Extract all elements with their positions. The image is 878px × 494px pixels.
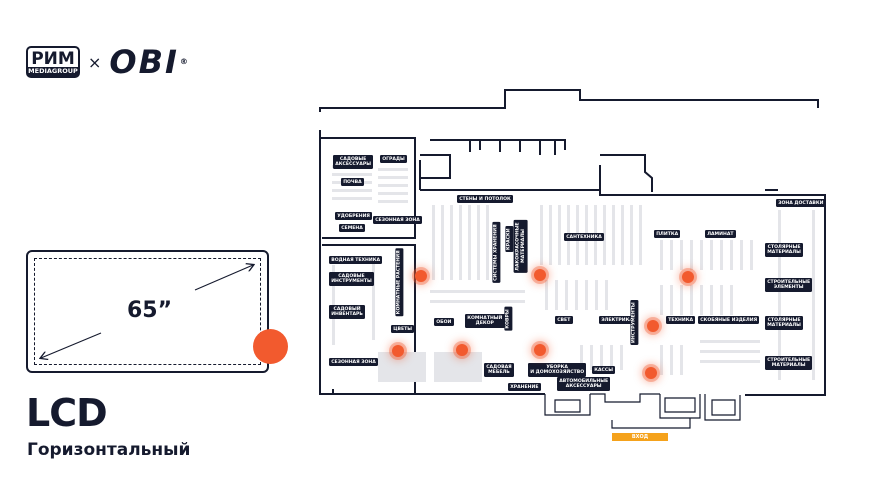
label-skobyanye: СКОБЯНЫЕ ИЗДЕЛИЯ [698,316,760,325]
label-zona-dostavki: ЗОНА ДОСТАВКИ [776,199,826,208]
label-kassy: КАССЫ [592,366,616,375]
brand-logos: РИМ MEDIAGROUP × OBI® [26,44,190,80]
label-santekhnika: САНТЕХНИКА [564,233,604,242]
entrance-structure [544,393,741,429]
format-subtitle: Горизонтальный [27,440,191,460]
label-sadovye-instrumenty: САДОВЫЕ ИНСТРУМЕНТЫ [329,272,374,286]
screen-marker [645,367,657,379]
screen-inner-dashed [34,258,261,365]
label-kraski: КРАСКИ [505,226,514,253]
screen-outline [26,250,269,373]
screen-marker [647,320,659,332]
label-kovry: КОВРЫ [504,307,513,331]
label-khranenie: ХРАНЕНИЕ [508,383,541,392]
logo-separator: × [88,52,102,72]
label-laminat: ЛАМИНАТ [705,230,736,239]
screen-marker [682,271,694,283]
screen-marker [534,344,546,356]
screen-marker [392,345,404,357]
label-stolyarnye-1: СТОЛЯРНЫЕ МАТЕРИАЛЫ [765,243,804,257]
label-sezonnaya-zona-top: СЕЗОННАЯ ЗОНА [373,216,423,225]
label-instrumenty: ИНСТРУМЕНТЫ [630,300,639,345]
label-stroitelnye-materialy: СТРОИТЕЛЬНЫЕ МАТЕРИАЛЫ [765,356,813,370]
obi-logo: OBI® [109,46,190,78]
label-udobreniya: УДОБРЕНИЯ [335,212,373,221]
label-steny-i-potolok: СТЕНЫ И ПОТОЛОК [457,195,513,204]
label-avtomobilnye: АВТОМОБИЛЬНЫЕ АКСЕССУАРЫ [557,377,611,391]
registered-mark: ® [179,57,190,66]
label-ogrady: ОГРАДЫ [380,155,407,164]
label-stroitelnye-elementy: СТРОИТЕЛЬНЫЕ ЭЛЕМЕНТЫ [765,278,813,292]
screen-size-label: 65” [127,298,173,323]
label-stolyarnye-2: СТОЛЯРНЫЕ МАТЕРИАЛЫ [765,316,804,330]
screen-marker [534,269,546,281]
screen-marker [415,270,427,282]
label-sistemy-khraneniya: СИСТЕМЫ ХРАНЕНИЯ [492,222,501,283]
label-sezonnaya-zona-bottom: СЕЗОННАЯ ЗОНА [329,358,379,367]
label-vodnaya-tekhnika: ВОДНАЯ ТЕХНИКА [329,256,383,265]
screen-marker [456,344,468,356]
label-oboi: ОБОИ [434,318,454,327]
label-uborka: УБОРКА И ДОМОХОЗЯЙСТВО [528,363,587,377]
shelving-racks [332,165,815,382]
label-lakokrasochnye: ЛАКОКРАСОЧНЫЕ МАТЕРИАЛЫ [514,220,528,273]
label-komnatnyy-dekor: КОМНАТНЫЙ ДЕКОР [465,314,505,328]
entrance-label: ВХОД [612,433,668,441]
rim-logo-subtext: MEDIAGROUP [28,67,78,76]
obi-logo-text: OBI [109,43,179,81]
label-svet: СВЕТ [555,316,573,325]
label-elektrika: ЭЛЕКТРИКА [599,316,636,325]
label-pochva: ПОЧВА [341,178,364,187]
label-sadovyy-inventar: САДОВЫЙ ИНВЕНТАРЬ [329,305,366,319]
building-walls [319,89,826,396]
label-semena: СЕМЕНА [339,224,365,233]
label-sadovye-aksessuary: САДОВЫЕ АКСЕССУАРЫ [333,155,374,169]
label-tsvety: ЦВЕТЫ [391,325,415,334]
label-tekhnika: ТЕХНИКА [666,316,696,325]
label-komnatnye-rasteniya: КОМНАТНЫЕ РАСТЕНИЯ [395,248,404,317]
screen-location-dot [253,329,288,364]
rim-mediagroup-logo: РИМ MEDIAGROUP [26,46,80,78]
label-sadovaya-mebel: САДОВАЯ МЕБЕЛЬ [484,363,514,377]
label-plitka: ПЛИТКА [654,230,681,239]
rim-logo-text: РИМ [31,49,75,69]
format-title: LCD [26,391,108,435]
